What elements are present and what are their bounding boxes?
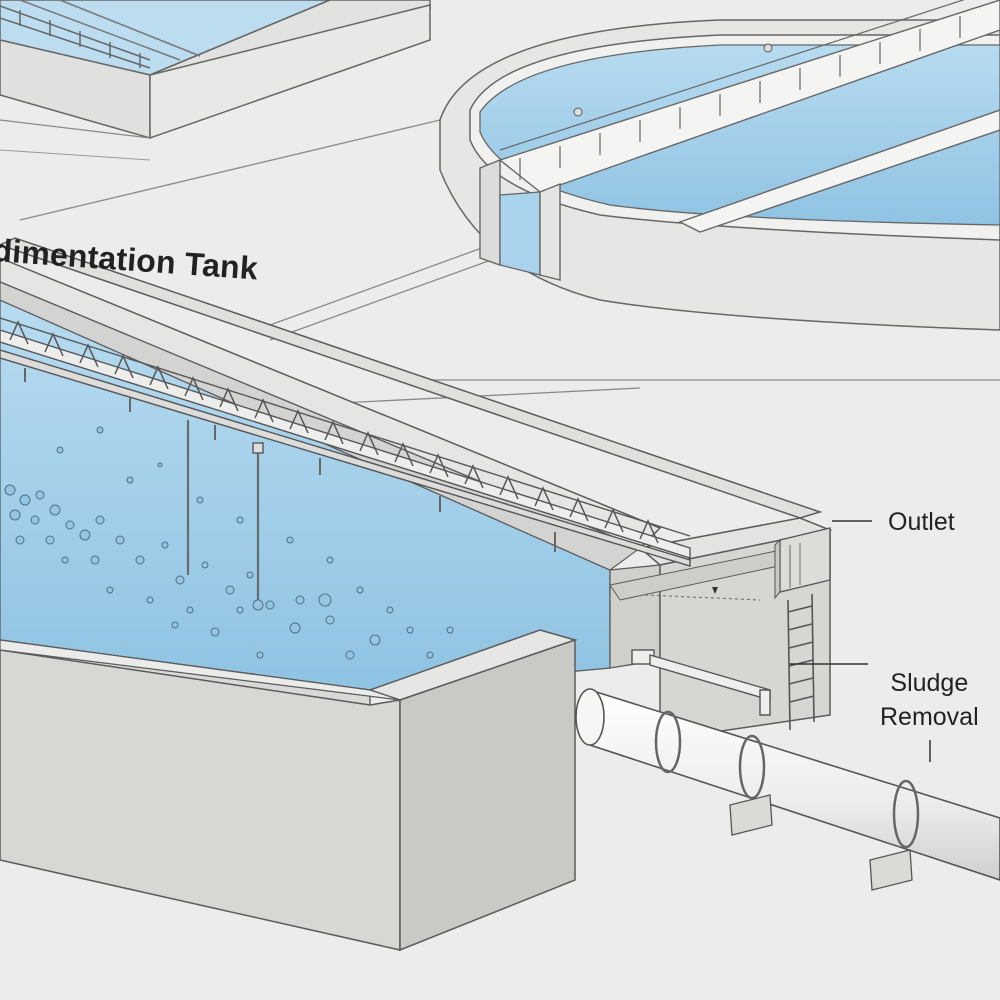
sludge-removal-label: Sludge Removal <box>880 666 979 734</box>
background-rect-tank <box>0 0 431 161</box>
small-pipe <box>631 649 771 716</box>
sedimentation-tank <box>0 237 833 952</box>
particle-dots <box>4 426 454 660</box>
control-box <box>774 527 831 600</box>
sludge-pipe <box>575 688 1000 891</box>
rake-bridge <box>0 317 691 600</box>
circular-clarifier <box>439 0 1000 331</box>
pipe-clamp-icon <box>654 710 920 849</box>
outlet-label: Outlet <box>888 508 955 536</box>
sludge-label-line1: Sludge <box>890 669 969 697</box>
sludge-label-line2: Removal <box>880 703 979 731</box>
ladder-icon <box>787 593 815 731</box>
leader-lines <box>790 520 931 762</box>
